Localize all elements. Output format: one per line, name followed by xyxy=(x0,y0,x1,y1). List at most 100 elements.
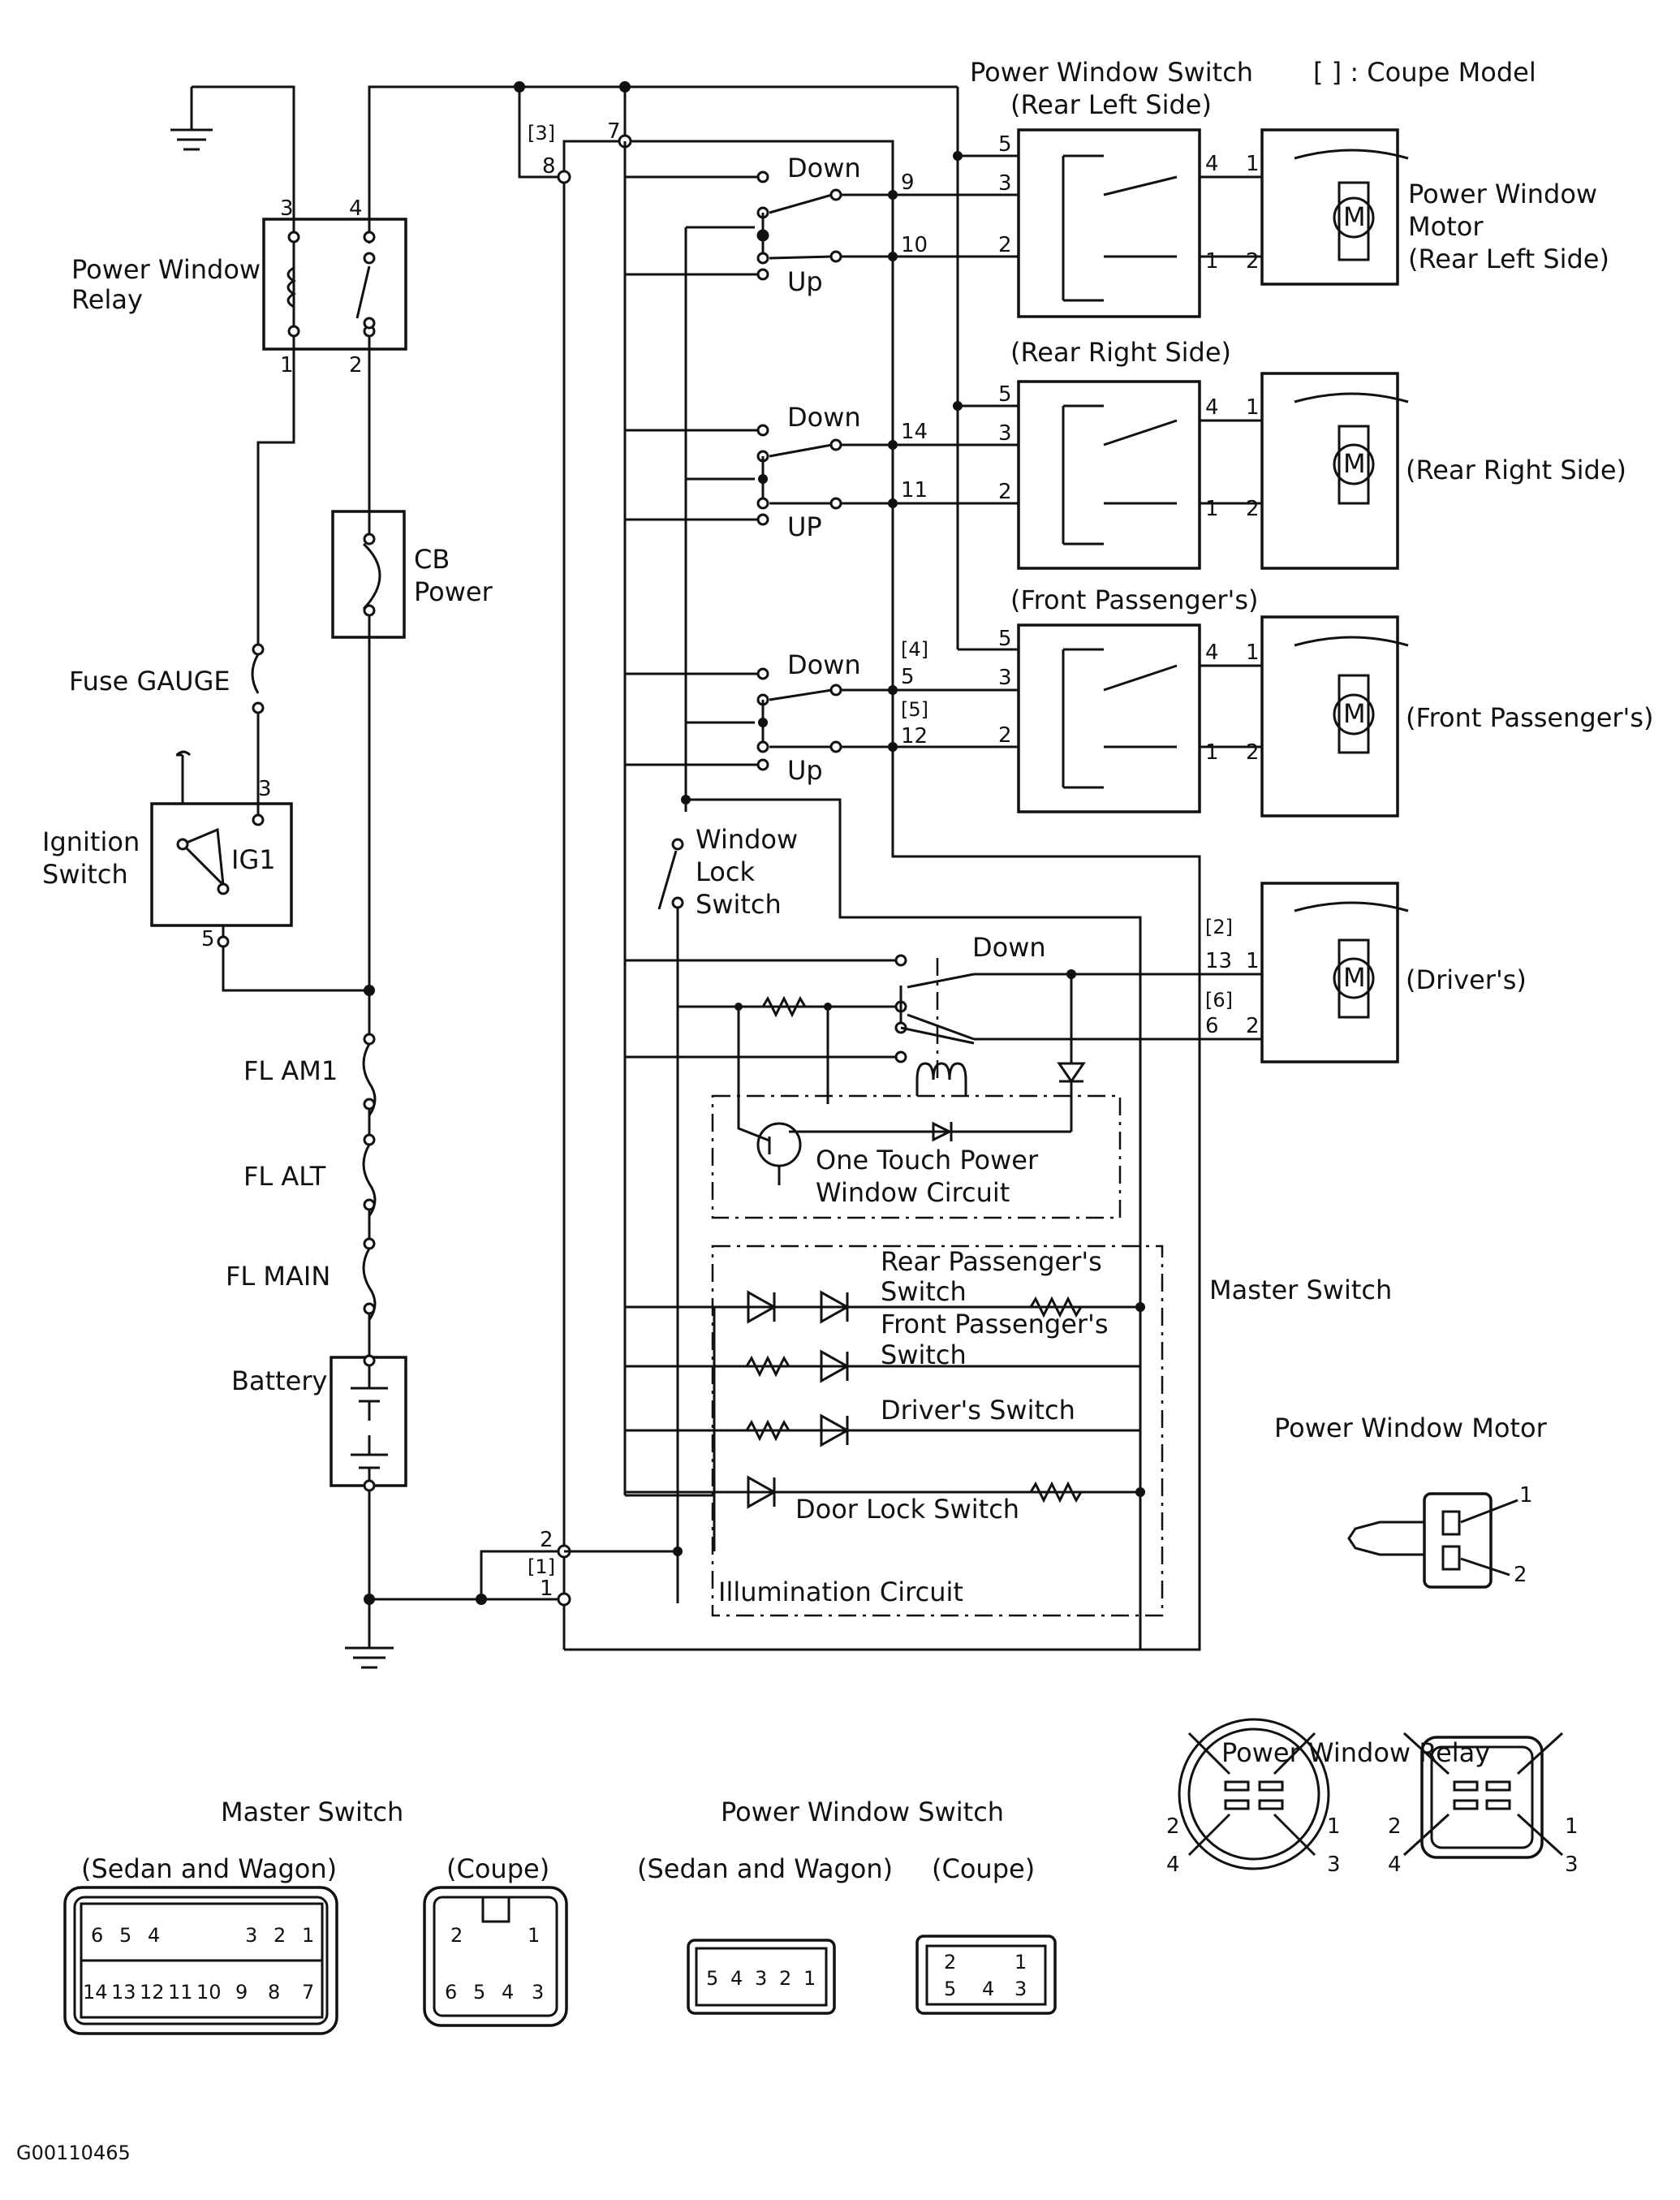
supply-circuit xyxy=(150,85,625,1669)
svg-text:2: 2 xyxy=(779,1967,791,1990)
pws2-pin-3: 3 xyxy=(998,421,1012,446)
motor-m-2: M xyxy=(1343,448,1366,479)
svg-text:5: 5 xyxy=(473,1981,485,2004)
svg-text:4: 4 xyxy=(982,1978,994,2000)
master-sedan-label: (Sedan and Wagon) xyxy=(81,1853,337,1884)
relay-a-1: 1 xyxy=(1327,1814,1341,1839)
fl-main-label: FL MAIN xyxy=(226,1261,330,1292)
master-pin-14: 14 xyxy=(901,420,928,444)
master-pin-c5: [5] xyxy=(901,698,928,721)
svg-text:5: 5 xyxy=(119,1924,131,1947)
ig1-label: IG1 xyxy=(231,844,276,875)
window-lock-3: Switch xyxy=(696,889,782,920)
master-pin-8: 8 xyxy=(542,154,556,179)
cb-label-1: CB xyxy=(414,544,450,575)
battery-label: Battery xyxy=(231,1365,327,1396)
master-pin-c3: [3] xyxy=(528,122,555,145)
pws-sedan-pins: 5 4 3 2 1 xyxy=(706,1967,816,1990)
master-pin-9: 9 xyxy=(901,170,915,195)
pws2-pin-1: 1 xyxy=(1205,497,1219,521)
pws-and-motors xyxy=(893,87,1409,1063)
pws1-pin-4: 4 xyxy=(1205,152,1219,176)
down-3: Down xyxy=(787,649,861,680)
window-lock-1: Window xyxy=(696,824,798,855)
front-pass-sw-1: Front Passenger's xyxy=(881,1309,1109,1339)
svg-text:5: 5 xyxy=(944,1978,956,2000)
svg-text:4: 4 xyxy=(148,1924,160,1947)
down-2: Down xyxy=(787,402,861,433)
svg-text:12: 12 xyxy=(140,1981,165,2004)
svg-text:5: 5 xyxy=(706,1967,718,1990)
relay-b-3: 3 xyxy=(1565,1853,1579,1877)
svg-text:2: 2 xyxy=(274,1924,286,1947)
motor-rl-3: (Rear Left Side) xyxy=(1408,244,1609,274)
svg-text:2: 2 xyxy=(450,1924,463,1947)
master-pin-1: 1 xyxy=(540,1577,554,1601)
motor-rl-2: Motor xyxy=(1408,211,1484,242)
cb-label-2: Power xyxy=(414,576,493,607)
ignition-pin: 5 xyxy=(201,927,215,951)
m3-pin-1: 1 xyxy=(1246,641,1260,665)
svg-text:11: 11 xyxy=(168,1981,193,2004)
relay-pin-4: 4 xyxy=(349,196,363,221)
front-pass-sw-2: Switch xyxy=(881,1339,967,1370)
motor-fp: (Front Passenger's) xyxy=(1406,702,1653,733)
one-touch-2: Window Circuit xyxy=(816,1177,1010,1208)
master-sedan-pins: 6 5 4 3 2 1 14 13 12 11 10 9 8 7 xyxy=(83,1924,314,2004)
pws3-pin-4: 4 xyxy=(1205,641,1219,665)
pws2-pin-2: 2 xyxy=(998,480,1012,504)
svg-text:10: 10 xyxy=(196,1981,222,2004)
rear-right-label: (Rear Right Side) xyxy=(1010,337,1231,368)
svg-text:3: 3 xyxy=(245,1924,257,1947)
relay-conn-title: Power Window Relay xyxy=(1221,1737,1490,1768)
relay-pin-2: 2 xyxy=(349,353,363,377)
svg-text:1: 1 xyxy=(1014,1951,1027,1974)
front-pass-label: (Front Passenger's) xyxy=(1010,585,1258,615)
ignition-label-1: Ignition xyxy=(42,826,140,857)
relay-pin-1: 1 xyxy=(280,353,294,377)
m1-pin-1: 1 xyxy=(1246,152,1260,176)
labels: Power Window Switch (Rear Left Side) [ ]… xyxy=(16,57,1653,2164)
window-lock-2: Lock xyxy=(696,856,755,887)
fuse-gauge-pin: 3 xyxy=(258,777,272,801)
svg-text:4: 4 xyxy=(502,1981,514,2004)
master-pin-13: 13 xyxy=(1205,949,1232,973)
master-pin-c6: [6] xyxy=(1205,989,1233,1012)
pws3-pin-2: 2 xyxy=(998,723,1012,748)
master-pin-11: 11 xyxy=(901,478,928,503)
rear-pass-sw-2: Switch xyxy=(881,1276,967,1307)
svg-text:4: 4 xyxy=(730,1967,743,1990)
motor-m-1: M xyxy=(1343,201,1366,232)
up-2: UP xyxy=(787,511,822,542)
svg-text:9: 9 xyxy=(235,1981,248,2004)
pws-sedan-label: (Sedan and Wagon) xyxy=(637,1853,893,1884)
m1-pin-2: 2 xyxy=(1246,249,1260,274)
pwm-conn-title: Power Window Motor xyxy=(1274,1413,1548,1443)
m2-pin-1: 1 xyxy=(1246,395,1260,420)
motor-rr: (Rear Right Side) xyxy=(1406,455,1626,485)
m3-pin-2: 2 xyxy=(1246,740,1260,765)
relay-pin-3: 3 xyxy=(280,196,294,221)
master-pin-6: 6 xyxy=(1205,1014,1219,1038)
pws2-pin-5: 5 xyxy=(998,382,1012,407)
svg-text:3: 3 xyxy=(1014,1978,1027,2000)
pws1-pin-1: 1 xyxy=(1205,249,1219,274)
master-switch-label: Master Switch xyxy=(1209,1275,1392,1305)
legend: [ ] : Coupe Model xyxy=(1313,57,1536,88)
relay-b-2: 2 xyxy=(1388,1814,1402,1839)
svg-text:7: 7 xyxy=(302,1981,314,2004)
master-pin-12: 12 xyxy=(901,724,928,748)
svg-text:6: 6 xyxy=(445,1981,457,2004)
pws2-pin-4: 4 xyxy=(1205,395,1219,420)
master-coupe-label: (Coupe) xyxy=(446,1853,549,1884)
rear-pass-sw-1: Rear Passenger's xyxy=(881,1246,1102,1277)
motor-m-3: M xyxy=(1343,698,1366,729)
motor-symbols xyxy=(1294,149,1409,1019)
figure-id: G00110465 xyxy=(16,2142,131,2164)
illumination: Illumination Circuit xyxy=(718,1577,963,1607)
pws-coupe-pins: 2 1 5 4 3 xyxy=(944,1951,1027,2000)
pws1-pin-5: 5 xyxy=(998,132,1012,157)
pwm-conn-pin-1: 1 xyxy=(1519,1483,1533,1508)
pws-coupe-label: (Coupe) xyxy=(932,1853,1035,1884)
